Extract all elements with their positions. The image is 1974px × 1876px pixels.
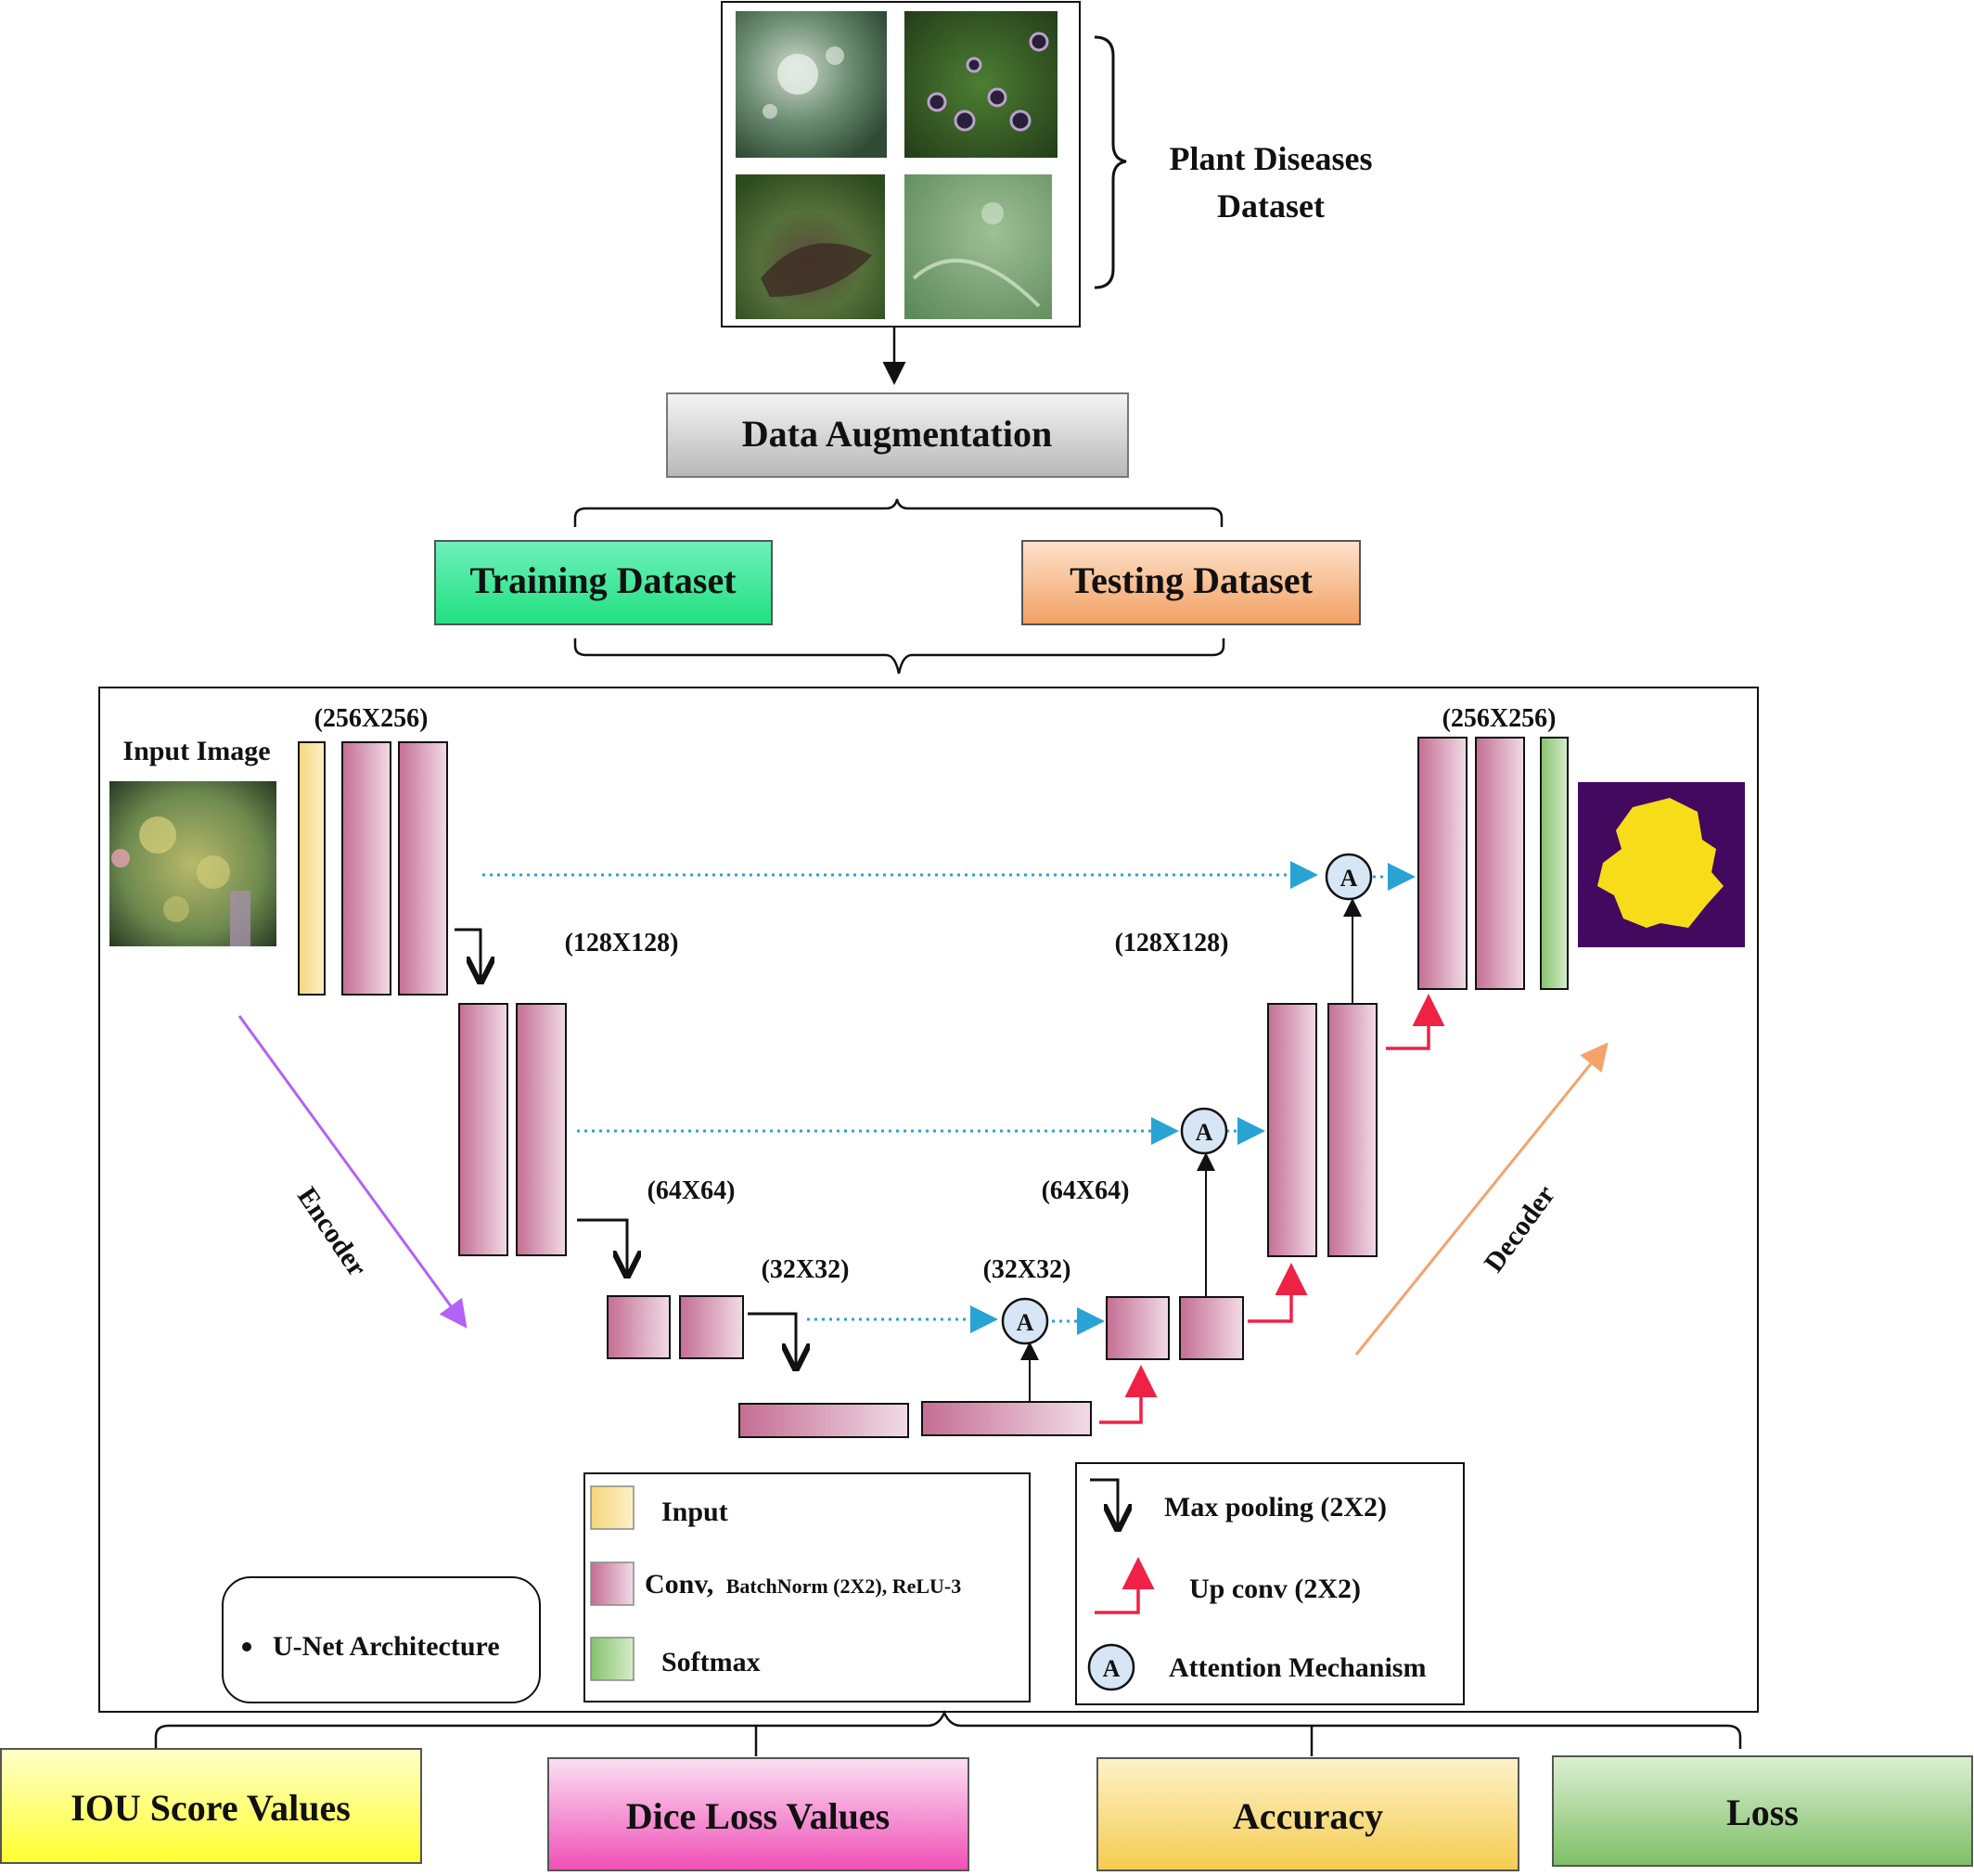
operation-legend: Max pooling (2X2) Up conv (2X2) A Attent… — [1075, 1462, 1465, 1705]
decoder-label: Decoder — [1479, 1180, 1561, 1279]
split-brace — [573, 498, 1224, 527]
leaf-thumbnail-blight — [736, 174, 885, 319]
leaf-thumbnail-powdery — [736, 11, 887, 158]
bullet-icon — [242, 1642, 251, 1651]
upconv-arrow-1 — [1099, 1365, 1158, 1424]
decoder-direction-arrow — [1354, 1042, 1609, 1356]
encoder-direction-arrow — [237, 1015, 468, 1329]
unet-architecture-note: U-Net Architecture — [222, 1576, 541, 1703]
size-label-dec-32: (32X32) — [983, 1255, 1071, 1284]
conv-block-dec2-b — [1327, 1003, 1378, 1257]
dice-loss-label: Dice Loss Values — [626, 1795, 891, 1837]
training-dataset-label: Training Dataset — [469, 559, 737, 601]
input-image-label: Input Image — [122, 736, 270, 766]
conv-block-dec1-b — [1475, 737, 1525, 990]
size-label-dec-128: (128X128) — [1115, 929, 1229, 957]
data-augmentation-label: Data Augmentation — [742, 413, 1052, 455]
size-label-enc-32: (32X32) — [762, 1255, 850, 1284]
loss-label: Loss — [1726, 1792, 1799, 1833]
attention-symbol: A — [1340, 865, 1358, 892]
legend-swatch-input — [590, 1485, 634, 1530]
legend-conv-main: Conv, — [645, 1569, 713, 1600]
upconv-arrow-2 — [1248, 1263, 1308, 1323]
maxpool-arrow-2 — [577, 1218, 627, 1276]
metrics-brace — [154, 1709, 1742, 1749]
legend-attention-symbol: A — [1103, 1655, 1121, 1682]
size-label-dec-64: (64X64) — [1042, 1176, 1130, 1205]
leaf-thumbnail-spots — [904, 11, 1058, 158]
softmax-block — [1540, 737, 1569, 990]
network-frame — [98, 687, 1759, 1713]
maxpool-arrow-1 — [455, 928, 481, 982]
output-segmentation-mask — [1578, 782, 1745, 947]
upconv-arrow-3 — [1386, 994, 1445, 1050]
legend-input-label: Input — [661, 1497, 728, 1527]
legend-attention-icon — [1087, 1643, 1135, 1691]
size-label-enc-128: (128X128) — [565, 929, 679, 957]
training-dataset-box: Training Dataset — [434, 540, 773, 625]
dataset-label-line2: Dataset — [1217, 187, 1325, 225]
size-label-enc-64: (64X64) — [647, 1176, 736, 1205]
conv-block-dec3-a — [1106, 1296, 1170, 1360]
conv-block-bottleneck-b — [921, 1401, 1092, 1436]
attention-gate-64: A — [1001, 1297, 1049, 1345]
legend-softmax-label: Softmax — [661, 1647, 761, 1677]
attention-gate-256: A — [1325, 853, 1373, 901]
maxpool-arrow-3 — [748, 1312, 796, 1368]
merge-brace — [573, 638, 1225, 675]
data-augmentation-box: Data Augmentation — [666, 392, 1129, 478]
testing-dataset-box: Testing Dataset — [1021, 540, 1361, 625]
encoder-label: Encoder — [291, 1182, 373, 1282]
legend-attention-label: Attention Mechanism — [1169, 1652, 1426, 1683]
size-label-dec-256: (256X256) — [1442, 704, 1557, 733]
leaf-thumbnail-mildew — [904, 174, 1052, 319]
testing-dataset-label: Testing Dataset — [1070, 559, 1314, 601]
conv-block-enc1-b — [398, 741, 448, 996]
legend-upconv-icon — [1095, 1557, 1155, 1614]
legend-maxpool-icon — [1090, 1478, 1118, 1529]
conv-block-bottleneck-a — [738, 1403, 909, 1438]
conv-block-dec1-a — [1417, 737, 1468, 990]
legend-conv-detail: BatchNorm (2X2), ReLU-3 — [726, 1574, 962, 1598]
conv-block-enc3-b — [679, 1295, 744, 1359]
unet-architecture-label: U-Net Architecture — [273, 1631, 500, 1662]
block-legend: Input Conv, BatchNorm (2X2), ReLU-3 Soft… — [583, 1472, 1031, 1703]
accuracy-box: Accuracy — [1096, 1757, 1519, 1871]
conv-block-enc2-b — [516, 1003, 567, 1256]
dataset-image-grid — [721, 1, 1081, 328]
legend-swatch-conv — [590, 1561, 634, 1606]
accuracy-label: Accuracy — [1233, 1795, 1383, 1837]
conv-block-dec2-a — [1267, 1003, 1317, 1257]
conv-block-enc2-a — [458, 1003, 508, 1256]
conv-block-dec3-b — [1179, 1296, 1244, 1360]
conv-block-enc3-a — [607, 1295, 671, 1359]
legend-conv-label: Conv, BatchNorm (2X2), ReLU-3 — [645, 1569, 961, 1600]
legend-upconv-label: Up conv (2X2) — [1189, 1574, 1361, 1604]
dataset-label-line1: Plant Diseases — [1170, 140, 1373, 177]
dice-loss-box: Dice Loss Values — [547, 1757, 969, 1871]
input-block — [298, 741, 326, 996]
attention-symbol: A — [1196, 1119, 1213, 1146]
size-label-enc-256: (256X256) — [314, 704, 429, 733]
attention-symbol: A — [1017, 1309, 1034, 1336]
iou-score-label: IOU Score Values — [70, 1787, 351, 1829]
input-leaf-image — [109, 781, 276, 946]
iou-score-box: IOU Score Values — [0, 1748, 422, 1864]
legend-maxpool-label: Max pooling (2X2) — [1164, 1492, 1387, 1523]
attention-gate-128: A — [1180, 1107, 1228, 1155]
legend-swatch-softmax — [590, 1637, 634, 1681]
loss-box: Loss — [1552, 1755, 1973, 1867]
conv-block-enc1-a — [341, 741, 391, 996]
dataset-brace — [1094, 35, 1127, 289]
